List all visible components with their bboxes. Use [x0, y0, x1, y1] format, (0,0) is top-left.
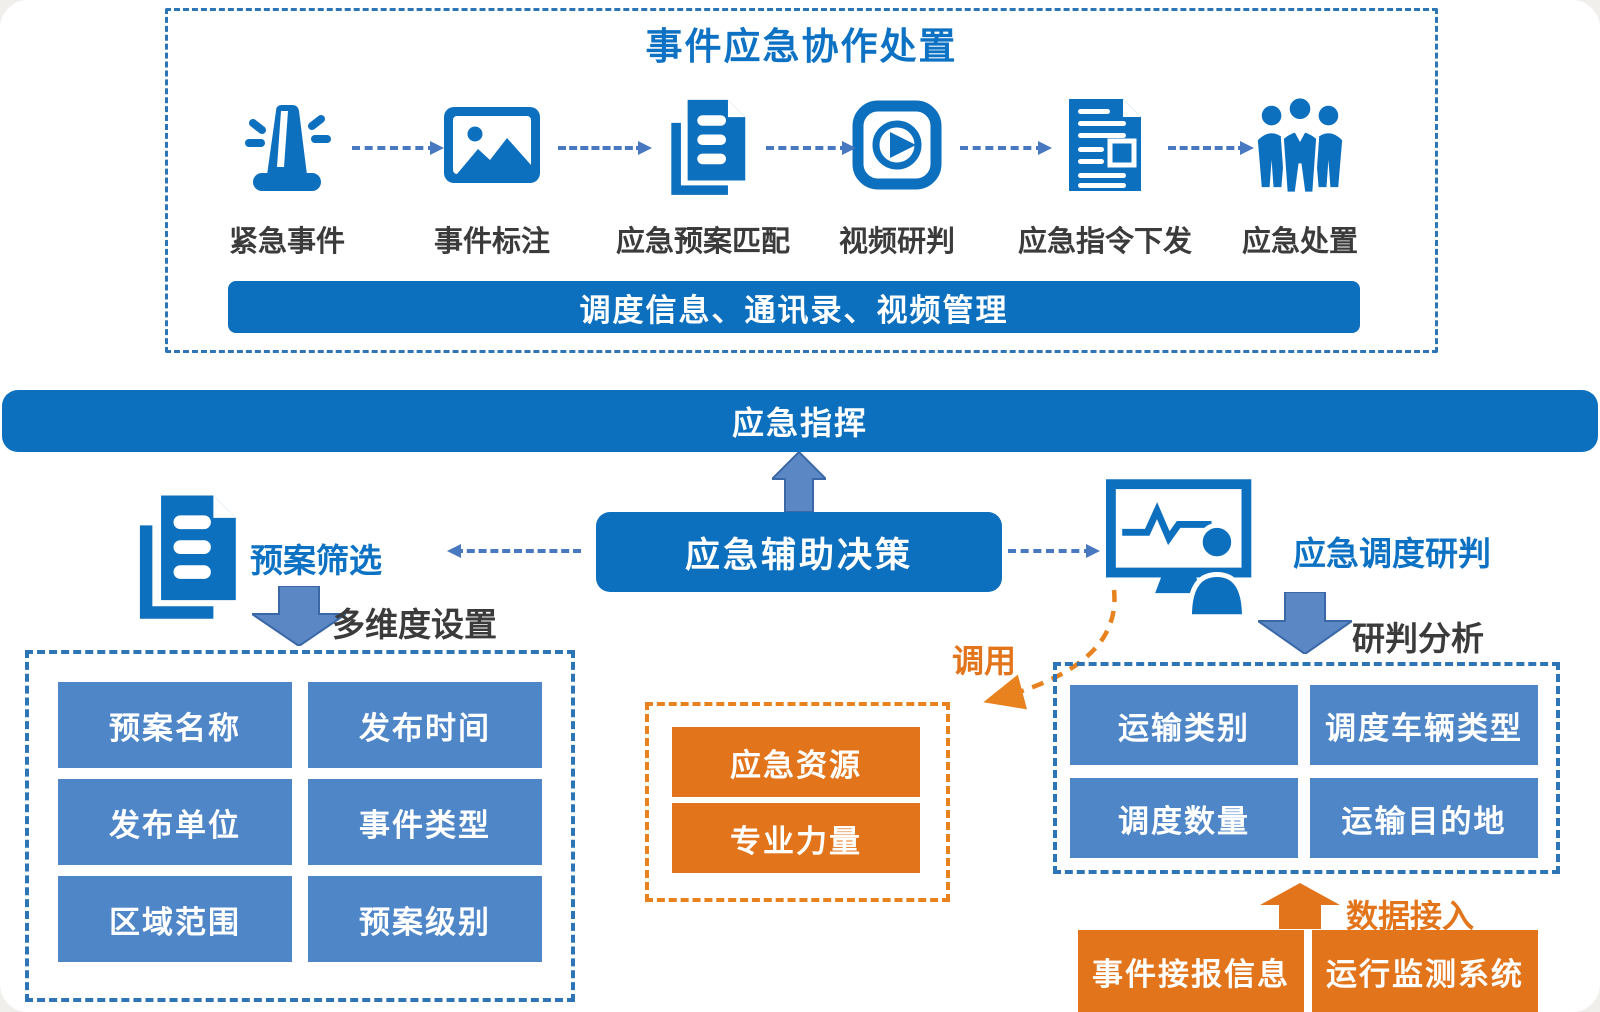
flow-step: 紧急事件 — [187, 86, 387, 266]
decision-support-box: 应急辅助决策 — [596, 512, 1002, 592]
siren-icon — [187, 86, 387, 204]
decision-right-arrow — [1008, 544, 1100, 558]
directive-document-icon — [1005, 86, 1205, 204]
plan-documents-icon — [603, 86, 803, 204]
flow-step-label: 视频研判 — [838, 226, 955, 258]
analysis-label: 研判分析 — [1352, 620, 1484, 657]
dispatch-judgement-label: 应急调度研判 — [1293, 535, 1491, 572]
decision-left-arrow — [447, 544, 581, 558]
flow-step-label: 应急预案匹配 — [615, 226, 790, 258]
flow-step: 视频研判 — [797, 86, 997, 266]
management-bar: 调度信息、通讯录、视频管理 — [228, 281, 1360, 333]
flow-arrow — [352, 141, 444, 155]
incident-flow-panel — [165, 8, 1438, 353]
resource-item: 应急资源 — [672, 727, 920, 797]
flow-step: 应急处置 — [1200, 86, 1400, 266]
multi-dimension-label: 多维度设置 — [332, 606, 497, 643]
call-label: 调用 — [952, 643, 1017, 679]
plan-filter-panel — [25, 650, 575, 1002]
orange-up-arrow — [1260, 883, 1340, 929]
plan-filter-item: 区域范围 — [58, 876, 292, 962]
up-arrow — [772, 452, 826, 512]
plan-filter-label: 预案筛选 — [250, 542, 382, 579]
dispatch-item: 调度数量 — [1070, 778, 1298, 858]
flow-step: 应急指令下发 — [1005, 86, 1205, 266]
plan-filter-item: 事件类型 — [308, 779, 542, 865]
dispatch-monitor-icon — [1106, 479, 1252, 618]
dispatch-item: 运输类别 — [1070, 685, 1298, 765]
people-group-icon — [1200, 86, 1400, 204]
plan-filter-item: 发布单位 — [58, 779, 292, 865]
flow-arrow — [960, 141, 1052, 155]
flow-step-label: 事件标注 — [433, 226, 550, 258]
down-arrow — [252, 586, 346, 646]
flow-arrow — [766, 141, 856, 155]
resource-panel — [645, 702, 950, 902]
dispatch-item: 调度车辆类型 — [1310, 685, 1538, 765]
video-play-icon — [797, 86, 997, 204]
data-access-label: 数据接入 — [1346, 898, 1475, 934]
flow-step: 应急预案匹配 — [603, 86, 803, 266]
flow-arrow — [558, 141, 652, 155]
dispatch-item: 运输目的地 — [1310, 778, 1538, 858]
top-section-title: 事件应急协作处置 — [645, 26, 958, 67]
flow-step-label: 紧急事件 — [228, 226, 345, 258]
plan-documents-icon — [139, 495, 236, 619]
command-bar: 应急指挥 — [2, 390, 1598, 452]
flow-step-label: 应急处置 — [1241, 226, 1358, 258]
plan-filter-item: 预案名称 — [58, 682, 292, 768]
down-arrow — [1258, 592, 1352, 654]
resource-item: 专业力量 — [672, 803, 920, 873]
dispatch-panel — [1053, 662, 1560, 874]
data-source-item: 事件接报信息 — [1078, 930, 1304, 1012]
data-source-item: 运行监测系统 — [1312, 930, 1538, 1012]
flow-step: 事件标注 — [392, 86, 592, 266]
plan-filter-item: 发布时间 — [308, 682, 542, 768]
picture-icon — [392, 86, 592, 204]
flow-arrow — [1168, 141, 1254, 155]
plan-filter-item: 预案级别 — [308, 876, 542, 962]
flow-step-label: 应急指令下发 — [1017, 226, 1192, 258]
